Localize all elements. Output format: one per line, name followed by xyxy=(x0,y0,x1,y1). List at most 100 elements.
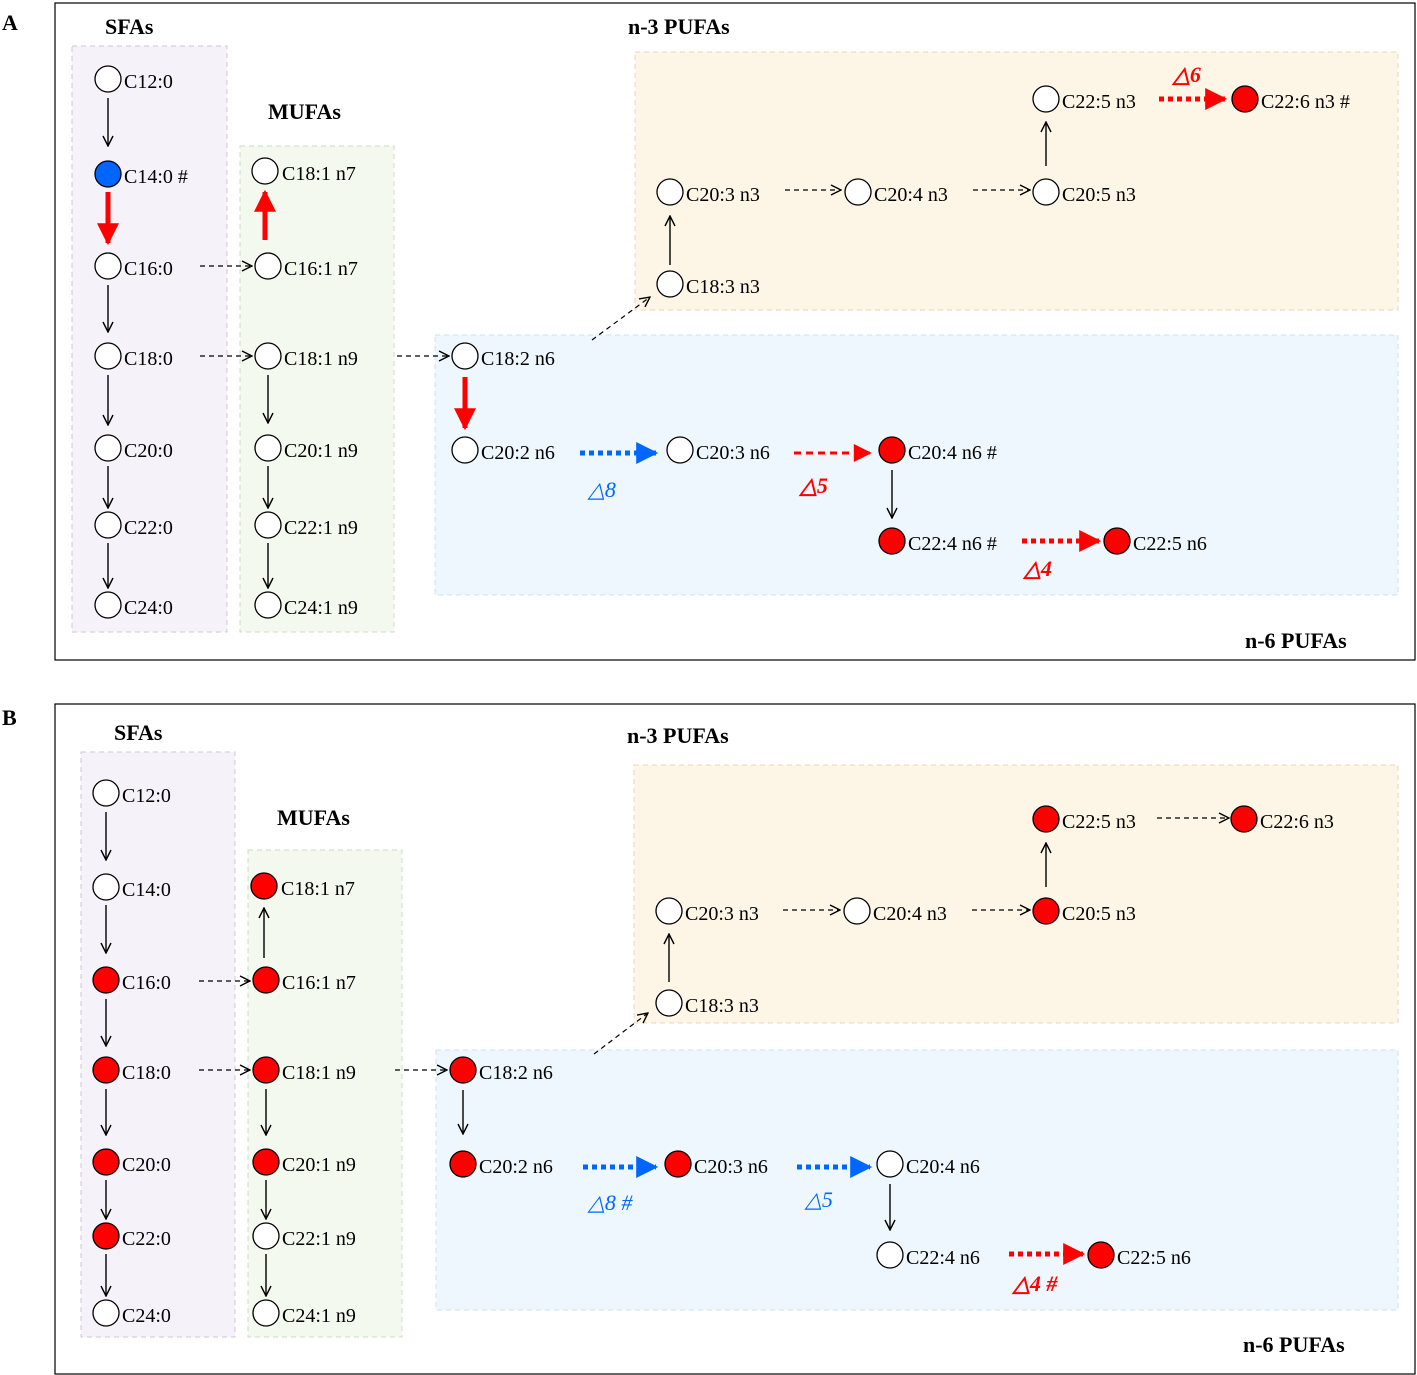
node-circle xyxy=(666,436,694,464)
node-circle xyxy=(250,872,278,900)
node-c18-1-n9: C18:1 n9 xyxy=(254,342,358,370)
node-circle xyxy=(876,1150,904,1178)
node-label: C22:0 xyxy=(124,517,173,539)
node-label: C12:0 xyxy=(122,785,171,807)
node-label: C22:0 xyxy=(122,1228,171,1250)
node-circle xyxy=(254,252,282,280)
node-label: C14:0 # xyxy=(124,166,188,188)
enzyme-delta5-label: △5 xyxy=(804,1187,833,1212)
node-circle xyxy=(451,436,479,464)
node-circle xyxy=(449,1056,477,1084)
node-c20-4-n3: C20:4 n3 xyxy=(843,897,947,925)
node-label: C22:6 n3 # xyxy=(1261,91,1350,113)
node-circle xyxy=(94,160,122,188)
node-label: C20:5 n3 xyxy=(1062,184,1136,206)
node-c22-5-n3: C22:5 n3 xyxy=(1032,805,1136,833)
enzyme-delta8-label: △8 # xyxy=(587,1190,633,1215)
node-label: C22:1 n9 xyxy=(282,1228,356,1250)
node-label: C16:0 xyxy=(124,258,173,280)
node-circle xyxy=(664,1150,692,1178)
node-label: C22:1 n9 xyxy=(284,517,358,539)
node-circle xyxy=(254,342,282,370)
node-label: C24:0 xyxy=(122,1305,171,1327)
node-label: C20:2 n6 xyxy=(481,442,555,464)
node-circle xyxy=(94,591,122,619)
node-c16-1-n7: C16:1 n7 xyxy=(252,966,356,994)
n3-region xyxy=(634,51,1399,311)
node-label: C16:0 xyxy=(122,972,171,994)
node-label: C16:1 n7 xyxy=(282,972,356,994)
node-c20-3-n3: C20:3 n3 xyxy=(655,897,759,925)
node-circle xyxy=(656,178,684,206)
node-c22-1-n9: C22:1 n9 xyxy=(254,511,358,539)
node-circle xyxy=(254,434,282,462)
node-circle xyxy=(92,779,120,807)
node-label: C12:0 xyxy=(124,71,173,93)
node-c24-0: C24:0 xyxy=(94,591,173,619)
node-circle xyxy=(655,897,683,925)
node-c22-5-n6: C22:5 n6 xyxy=(1103,527,1207,555)
node-c22-1-n9: C22:1 n9 xyxy=(252,1222,356,1250)
node-circle xyxy=(1032,85,1060,113)
node-circle xyxy=(92,1056,120,1084)
node-label: C22:4 n6 # xyxy=(908,533,997,555)
node-c22-5-n3: C22:5 n3 xyxy=(1032,85,1136,113)
enzyme-delta4-label: △4 # xyxy=(1011,1271,1058,1296)
enzyme-delta5-label: △5 xyxy=(798,473,828,498)
node-label: C20:3 n3 xyxy=(685,903,759,925)
node-circle xyxy=(844,178,872,206)
node-label: C24:0 xyxy=(124,597,173,619)
node-circle xyxy=(878,527,906,555)
node-c22-4-n6: C22:4 n6 xyxy=(876,1241,980,1269)
node-label: C20:4 n3 xyxy=(873,903,947,925)
node-label: C24:1 n9 xyxy=(282,1305,356,1327)
n3-header: n-3 PUFAs xyxy=(628,14,730,39)
node-label: C22:5 n6 xyxy=(1133,533,1207,555)
node-label: C20:3 n3 xyxy=(686,184,760,206)
node-c22-0: C22:0 xyxy=(94,511,173,539)
node-c18-0: C18:0 xyxy=(92,1056,171,1084)
node-c18-1-n7: C18:1 n7 xyxy=(251,157,356,185)
sfas-header: SFAs xyxy=(114,720,163,745)
n3-region xyxy=(633,764,1399,1024)
n6-region xyxy=(434,334,1399,596)
node-circle xyxy=(1032,178,1060,206)
mufas-header: MUFAs xyxy=(268,99,341,124)
node-circle xyxy=(254,511,282,539)
node-circle xyxy=(1230,805,1258,833)
enzyme-delta8-label: △8 xyxy=(587,477,616,502)
node-circle xyxy=(92,1222,120,1250)
node-c16-0: C16:0 xyxy=(94,252,173,280)
node-label: C18:1 n7 xyxy=(282,163,356,185)
node-label: C20:0 xyxy=(122,1154,171,1176)
mufa-region xyxy=(247,849,403,1338)
node-c18-0: C18:0 xyxy=(94,342,173,370)
node-circle xyxy=(94,252,122,280)
node-c22-0: C22:0 xyxy=(92,1222,171,1250)
node-circle xyxy=(1231,85,1259,113)
node-circle xyxy=(92,966,120,994)
node-label: C16:1 n7 xyxy=(284,258,358,280)
panel-label: B xyxy=(2,705,17,730)
node-label: C20:4 n6 # xyxy=(908,442,997,464)
node-c20-5-n3: C20:5 n3 xyxy=(1032,178,1136,206)
node-circle xyxy=(252,1222,280,1250)
node-circle xyxy=(451,342,479,370)
node-label: C18:3 n3 xyxy=(686,276,760,298)
node-c20-1-n9: C20:1 n9 xyxy=(254,434,358,462)
node-circle xyxy=(1103,527,1131,555)
node-c20-1-n9: C20:1 n9 xyxy=(252,1148,356,1176)
node-circle xyxy=(655,989,683,1017)
n6-region xyxy=(435,1049,1399,1311)
node-label: C20:4 n6 xyxy=(906,1156,980,1178)
sfas-header: SFAs xyxy=(105,14,154,39)
node-circle xyxy=(94,511,122,539)
node-circle xyxy=(251,157,279,185)
node-circle xyxy=(94,342,122,370)
node-c22-5-n6: C22:5 n6 xyxy=(1087,1241,1191,1269)
node-label: C14:0 xyxy=(122,879,171,901)
node-c20-0: C20:0 xyxy=(94,434,173,462)
node-label: C22:5 n3 xyxy=(1062,91,1136,113)
node-c20-4-n6: C20:4 n6 # xyxy=(878,436,997,464)
node-c16-0: C16:0 xyxy=(92,966,171,994)
